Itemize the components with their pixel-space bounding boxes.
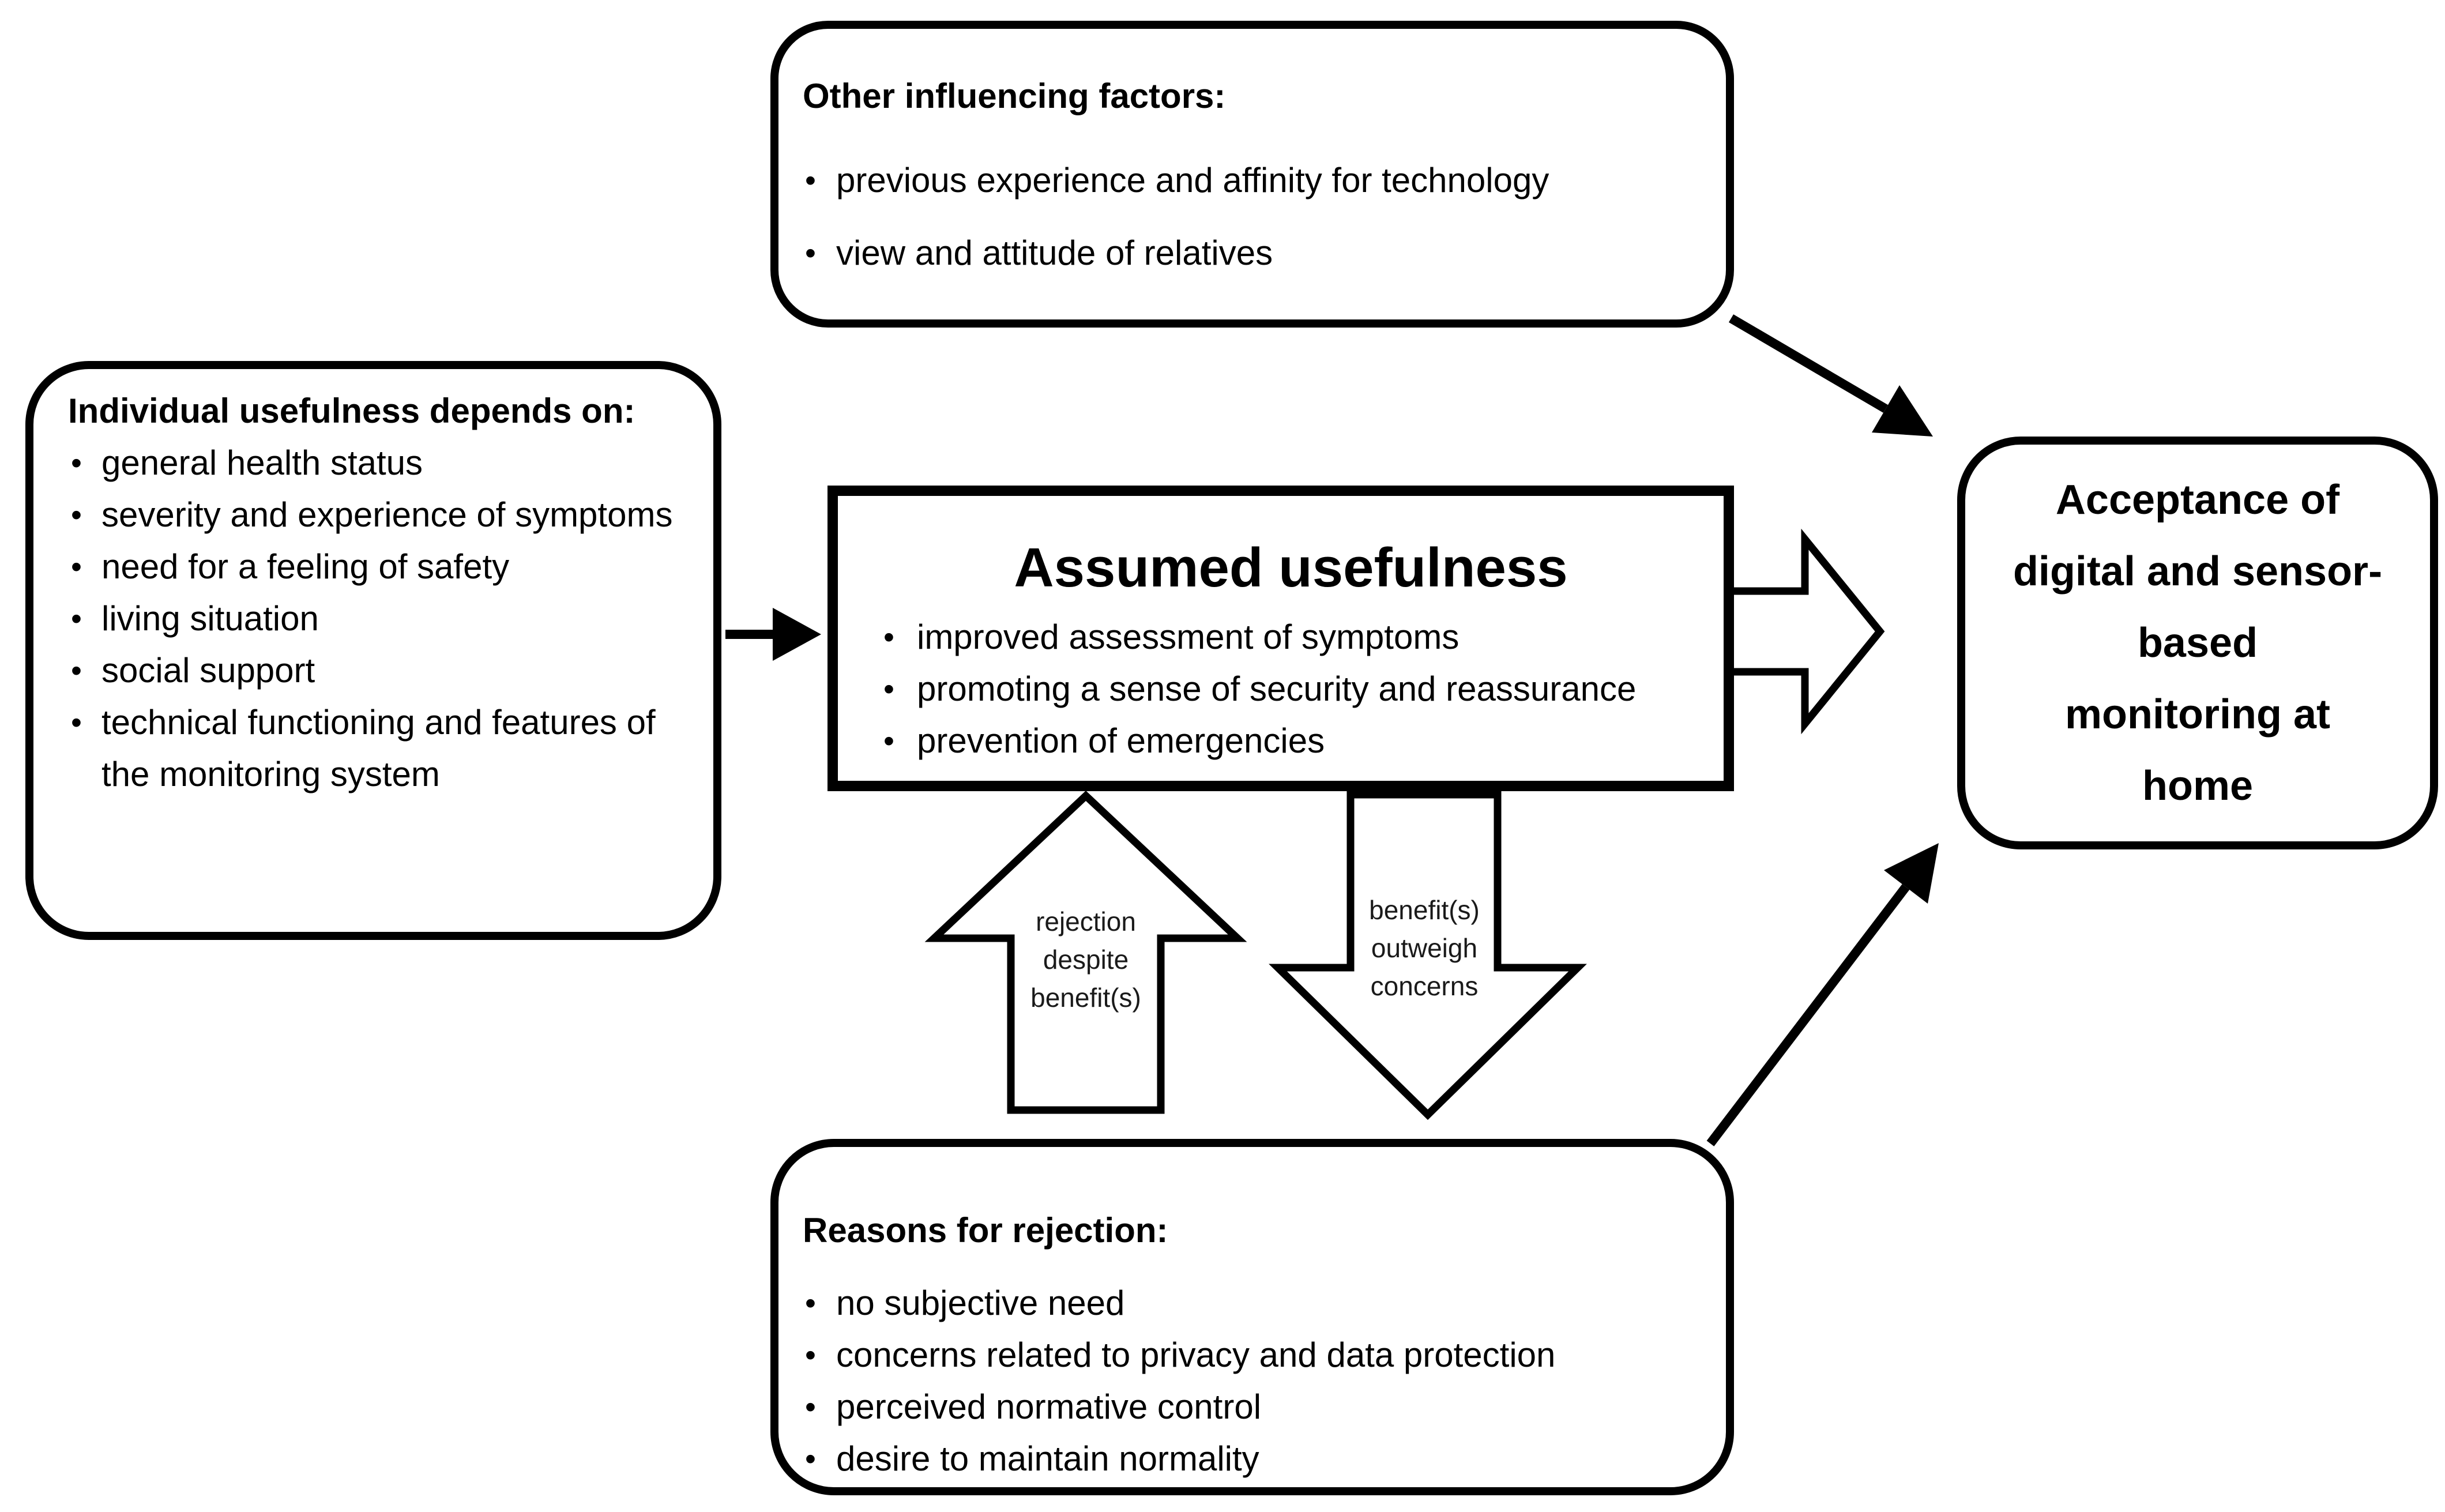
bullet-item: desire to maintain normality <box>803 1433 1703 1485</box>
assumed-usefulness-list: improved assessment of symptomspromoting… <box>881 611 1701 767</box>
individual-usefulness-title: Individual usefulness depends on: <box>68 392 635 430</box>
individual-usefulness-list: general health statusseverity and experi… <box>68 437 696 800</box>
block-arrow-assumed-to-acceptance <box>1726 528 1885 735</box>
bullet-item: prevention of emergencies <box>881 715 1701 767</box>
bullet-item: previous experience and affinity for tec… <box>803 155 1703 206</box>
other-factors-title: Other influencing factors: <box>803 77 1226 115</box>
other-factors-box: Other influencing factors: previous expe… <box>770 21 1734 328</box>
reasons-rejection-title: Reasons for rejection: <box>803 1211 1168 1250</box>
assumed-usefulness-box: Assumed usefulness improved assessment o… <box>827 486 1734 791</box>
arrow-rejection-to-acceptance <box>1706 843 1939 1146</box>
bullet-item: improved assessment of symptoms <box>881 611 1701 663</box>
arrow-other-factors-to-acceptance <box>1728 314 1933 437</box>
bullet-item: concerns related to privacy and data pro… <box>803 1329 1703 1381</box>
reasons-rejection-box: Reasons for rejection: no subjective nee… <box>770 1139 1734 1495</box>
bullet-item: living situation <box>68 593 696 645</box>
arrow-individual-to-assumed <box>725 608 821 661</box>
other-factors-list: previous experience and affinity for tec… <box>803 155 1703 279</box>
bullet-item: general health status <box>68 437 696 489</box>
block-arrow-down-benefits <box>1269 791 1587 1120</box>
reasons-rejection-list: no subjective needconcerns related to pr… <box>803 1277 1703 1485</box>
block-arrow-up-rejection <box>924 791 1247 1114</box>
bullet-item: social support <box>68 645 696 697</box>
bullet-item: view and attitude of relatives <box>803 227 1703 279</box>
bullet-item: severity and experience of symptoms <box>68 489 696 541</box>
acceptance-title: Acceptance of digital and sensor- based … <box>2013 477 2383 809</box>
individual-usefulness-box: Individual usefulness depends on: genera… <box>25 361 721 940</box>
down-arrow-label: benefit(s) outweigh concerns <box>1369 895 1480 1001</box>
bullet-item: technical functioning and features of th… <box>68 697 696 800</box>
acceptance-box: Acceptance of digital and sensor- based … <box>1957 437 2438 849</box>
assumed-usefulness-title: Assumed usefulness <box>1014 537 1568 599</box>
bullet-item: need for a feeling of safety <box>68 541 696 593</box>
bullet-item: no subjective need <box>803 1277 1703 1329</box>
bullet-item: perceived normative control <box>803 1381 1703 1433</box>
bullet-item: promoting a sense of security and reassu… <box>881 663 1701 715</box>
up-arrow-label: rejection despite benefit(s) <box>1030 907 1141 1013</box>
